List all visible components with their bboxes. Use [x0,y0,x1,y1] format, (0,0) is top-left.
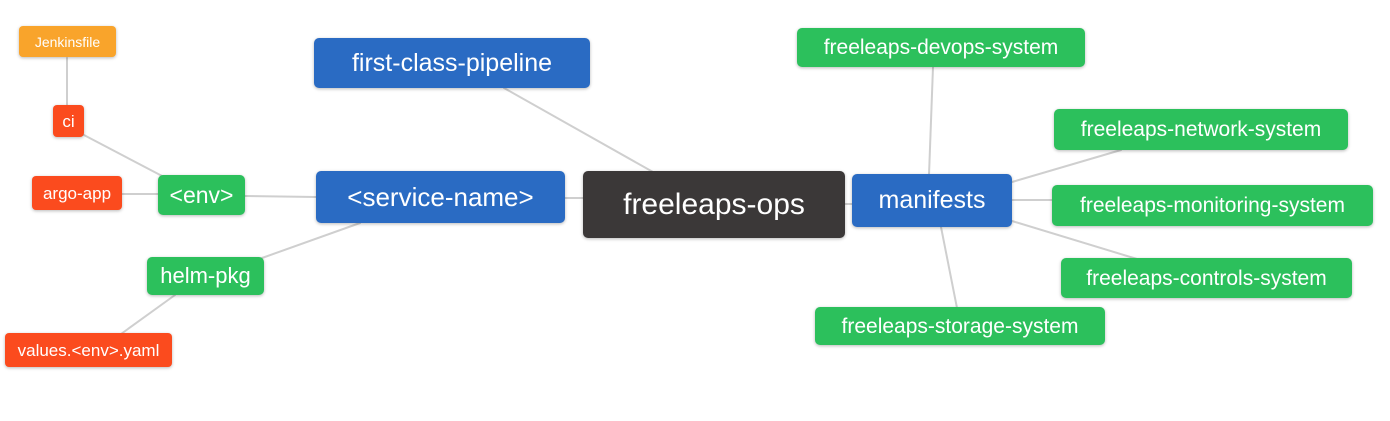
node-service-name[interactable]: <service-name> [316,171,565,223]
node-freeleaps-ops[interactable]: freeleaps-ops [583,171,845,238]
edge-manifests-network-system [1011,149,1122,183]
edge-manifests-storage-system [940,226,958,309]
edge-env-service-name [244,195,317,198]
node-argo-app[interactable]: argo-app [32,176,122,210]
edge-manifests-controls-system [1011,220,1138,260]
node-first-class-pipeline[interactable]: first-class-pipeline [314,38,590,88]
node-manifests[interactable]: manifests [852,174,1012,227]
node-freeleaps-monitoring-system[interactable]: freeleaps-monitoring-system [1052,185,1373,226]
edge-ci-env [81,133,165,178]
edge-manifests-devops-system [928,66,934,176]
edge-service-name-helm-pkg [261,222,361,259]
node-freeleaps-devops-system[interactable]: freeleaps-devops-system [797,28,1085,67]
node-values-env-yaml[interactable]: values.<env>.yaml [5,333,172,367]
node-helm-pkg[interactable]: helm-pkg [147,257,264,295]
node-freeleaps-network-system[interactable]: freeleaps-network-system [1054,109,1348,150]
edge-helm-pkg-values-env-yaml [120,294,176,335]
node-env[interactable]: <env> [158,175,245,215]
node-freeleaps-controls-system[interactable]: freeleaps-controls-system [1061,258,1352,298]
node-freeleaps-storage-system[interactable]: freeleaps-storage-system [815,307,1105,345]
node-ci[interactable]: ci [53,105,84,137]
node-jenkinsfile[interactable]: Jenkinsfile [19,26,116,57]
edge-first-class-pipeline-freeleaps-ops [503,87,654,173]
